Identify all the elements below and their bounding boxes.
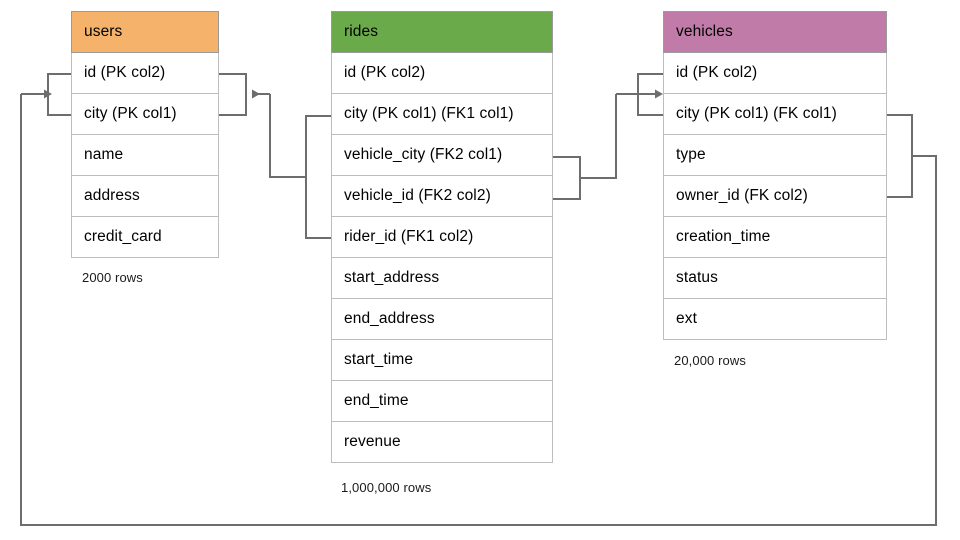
field-label: status (676, 269, 718, 286)
field-label: address (84, 187, 140, 204)
field-vehicles-id[interactable]: id (PK col2) (663, 53, 887, 94)
field-label: start_address (344, 269, 440, 286)
edge-rides-fk2-to-vehicles (553, 73, 663, 200)
field-users-id[interactable]: id (PK col2) (71, 53, 219, 94)
field-rides-vehicle-id[interactable]: vehicle_id (FK2 col2) (331, 176, 553, 217)
entity-users[interactable]: users id (PK col2) city (PK col1) name a… (71, 11, 219, 258)
field-rides-start-address[interactable]: start_address (331, 258, 553, 299)
field-users-name[interactable]: name (71, 135, 219, 176)
field-rides-rider-id[interactable]: rider_id (FK1 col2) (331, 217, 553, 258)
entity-rides-title: rides (344, 23, 379, 40)
entity-rides-rowcount: 1,000,000 rows (341, 480, 432, 495)
field-vehicles-city[interactable]: city (PK col1) (FK col1) (663, 94, 887, 135)
entity-users-header: users (71, 11, 219, 53)
field-rides-revenue[interactable]: revenue (331, 422, 553, 463)
entity-vehicles-rowcount: 20,000 rows (674, 353, 746, 368)
entity-rides[interactable]: rides id (PK col2) city (PK col1) (FK1 c… (331, 11, 553, 463)
field-label: id (PK col2) (344, 64, 426, 81)
field-vehicles-type[interactable]: type (663, 135, 887, 176)
field-label: end_time (344, 392, 409, 409)
field-label: city (PK col1) (84, 105, 177, 122)
entity-vehicles[interactable]: vehicles id (PK col2) city (PK col1) (FK… (663, 11, 887, 340)
field-label: city (PK col1) (FK col1) (676, 105, 837, 122)
field-vehicles-owner-id[interactable]: owner_id (FK col2) (663, 176, 887, 217)
field-users-city[interactable]: city (PK col1) (71, 94, 219, 135)
entity-vehicles-header: vehicles (663, 11, 887, 53)
entity-vehicles-title: vehicles (676, 23, 733, 40)
entity-rides-header: rides (331, 11, 553, 53)
field-label: ext (676, 310, 697, 327)
field-label: vehicle_id (FK2 col2) (344, 187, 491, 204)
field-rides-end-time[interactable]: end_time (331, 381, 553, 422)
field-rides-city[interactable]: city (PK col1) (FK1 col1) (331, 94, 553, 135)
field-label: rider_id (FK1 col2) (344, 228, 474, 245)
field-rides-end-address[interactable]: end_address (331, 299, 553, 340)
field-label: revenue (344, 433, 401, 450)
field-label: creation_time (676, 228, 771, 245)
field-label: city (PK col1) (FK1 col1) (344, 105, 514, 122)
field-label: id (PK col2) (676, 64, 758, 81)
field-users-address[interactable]: address (71, 176, 219, 217)
field-vehicles-creation-time[interactable]: creation_time (663, 217, 887, 258)
field-vehicles-status[interactable]: status (663, 258, 887, 299)
field-label: vehicle_city (FK2 col1) (344, 146, 503, 163)
field-rides-vehicle-city[interactable]: vehicle_city (FK2 col1) (331, 135, 553, 176)
field-label: credit_card (84, 228, 162, 245)
field-label: owner_id (FK col2) (676, 187, 808, 204)
field-label: id (PK col2) (84, 64, 166, 81)
field-rides-start-time[interactable]: start_time (331, 340, 553, 381)
field-label: type (676, 146, 706, 163)
field-label: start_time (344, 351, 414, 368)
entity-users-title: users (84, 23, 123, 40)
field-label: end_address (344, 310, 435, 327)
edge-rides-fk1-to-users (219, 73, 331, 239)
field-rides-id[interactable]: id (PK col2) (331, 53, 553, 94)
field-label: name (84, 146, 124, 163)
entity-users-rowcount: 2000 rows (82, 270, 143, 285)
field-users-credit-card[interactable]: credit_card (71, 217, 219, 258)
field-vehicles-ext[interactable]: ext (663, 299, 887, 340)
